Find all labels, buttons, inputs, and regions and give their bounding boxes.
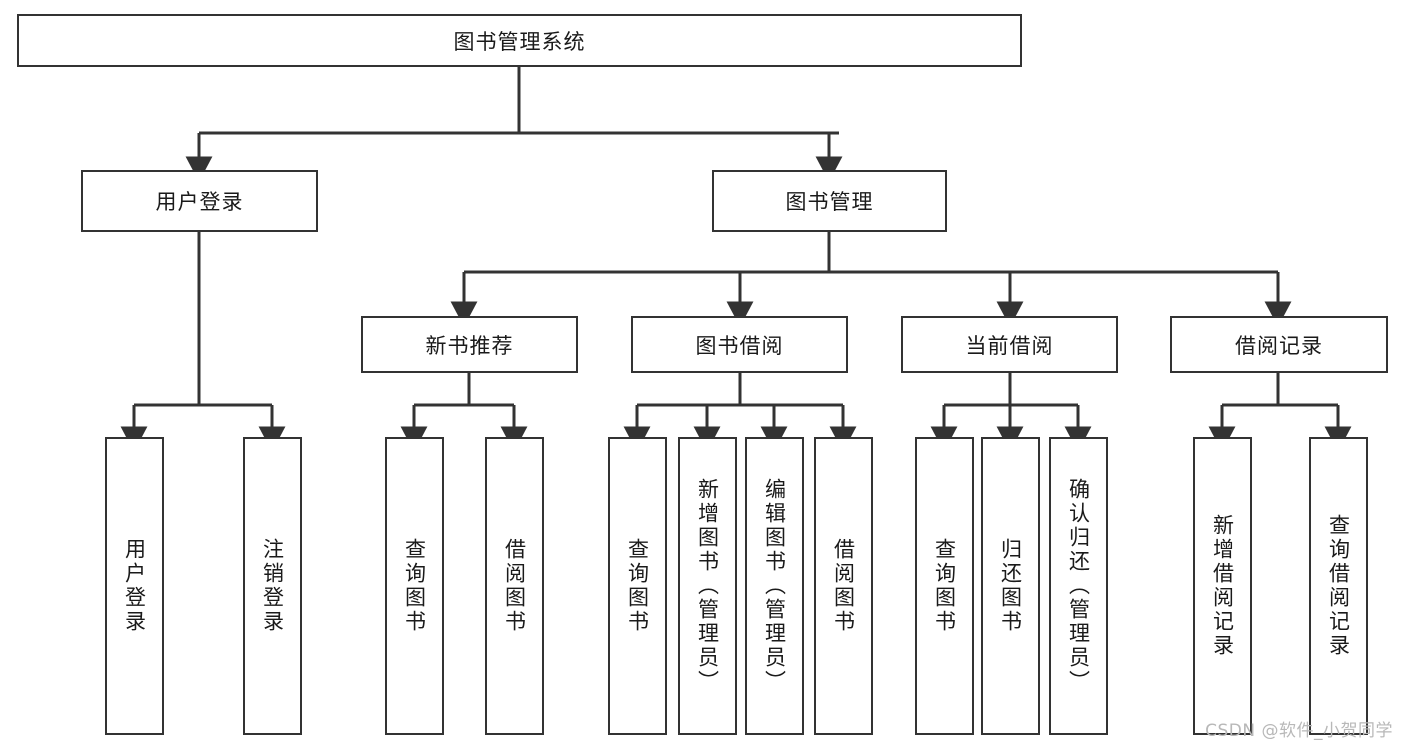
leaf-label: 查询图书 [932,538,957,634]
leaf-label: 查询图书 [625,538,650,634]
node-root-label: 图书管理系统 [453,29,586,54]
node-book-management-label: 图书管理 [785,190,874,214]
leaf-book-borrow-add[interactable]: 新增图书（管理员） [678,437,737,735]
node-borrow-record-label: 借阅记录 [1235,333,1323,358]
leaf-label: 查询借阅记录 [1326,514,1351,658]
leaf-book-borrow-query[interactable]: 查询图书 [608,437,667,735]
node-root[interactable]: 图书管理系统 [17,14,1022,67]
leaf-user-login-login[interactable]: 用户登录 [105,437,164,735]
node-current-borrow[interactable]: 当前借阅 [901,316,1118,373]
leaf-new-book-borrow[interactable]: 借阅图书 [485,437,544,735]
leaf-borrow-record-add[interactable]: 新增借阅记录 [1193,437,1252,735]
leaf-label: 新增借阅记录 [1210,514,1235,658]
leaf-user-login-logout[interactable]: 注销登录 [243,437,302,735]
node-current-borrow-label: 当前借阅 [965,333,1054,358]
leaf-label: 编辑图书（管理员） [762,478,787,694]
node-book-borrow-label: 图书借阅 [695,333,784,358]
leaf-label: 借阅图书 [831,538,856,634]
leaf-current-borrow-return[interactable]: 归还图书 [981,437,1040,735]
csdn-watermark: CSDN @软件_小贺同学 [1205,721,1393,741]
leaf-label: 查询图书 [402,538,427,634]
leaf-new-book-query[interactable]: 查询图书 [385,437,444,735]
node-new-book-recommend[interactable]: 新书推荐 [361,316,578,373]
leaf-label: 归还图书 [998,538,1023,634]
leaf-current-borrow-confirm[interactable]: 确认归还（管理员） [1049,437,1108,735]
leaf-borrow-record-query[interactable]: 查询借阅记录 [1309,437,1368,735]
node-user-login-label: 用户登录 [155,190,244,214]
node-user-login[interactable]: 用户登录 [81,170,318,232]
leaf-label: 借阅图书 [502,538,527,634]
leaf-label: 注销登录 [260,538,285,634]
node-new-book-recommend-label: 新书推荐 [425,333,514,358]
leaf-label: 新增图书（管理员） [695,478,720,694]
leaf-book-borrow-edit[interactable]: 编辑图书（管理员） [745,437,804,735]
node-borrow-record[interactable]: 借阅记录 [1170,316,1388,373]
node-book-borrow[interactable]: 图书借阅 [631,316,848,373]
leaf-current-borrow-query[interactable]: 查询图书 [915,437,974,735]
leaf-book-borrow-lend[interactable]: 借阅图书 [814,437,873,735]
leaf-label: 用户登录 [122,538,147,634]
leaf-label: 确认归还（管理员） [1066,478,1091,694]
node-book-management[interactable]: 图书管理 [712,170,947,232]
